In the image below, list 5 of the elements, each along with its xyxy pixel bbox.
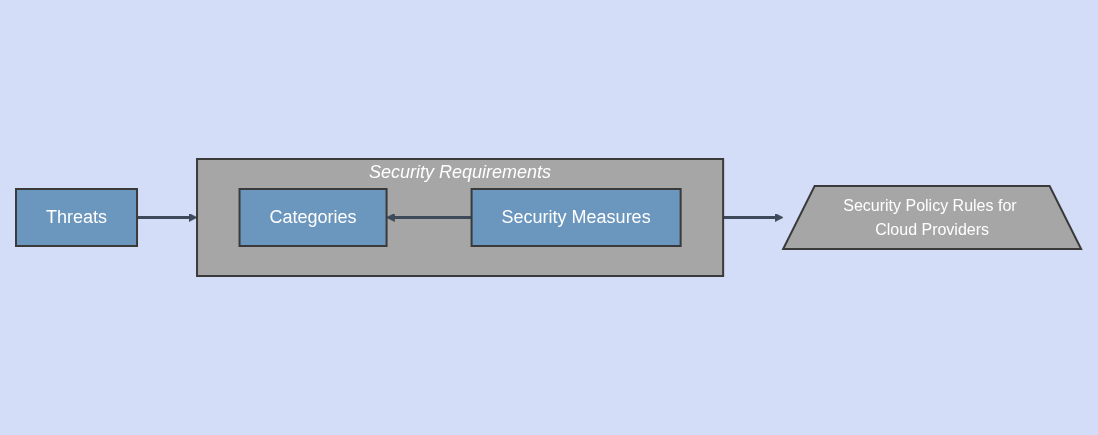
node-box: Categories [238,188,388,247]
arrow [723,213,784,222]
arrow [137,213,198,222]
node-box: Security Measures [471,188,683,247]
node-box: Threats [15,188,139,247]
